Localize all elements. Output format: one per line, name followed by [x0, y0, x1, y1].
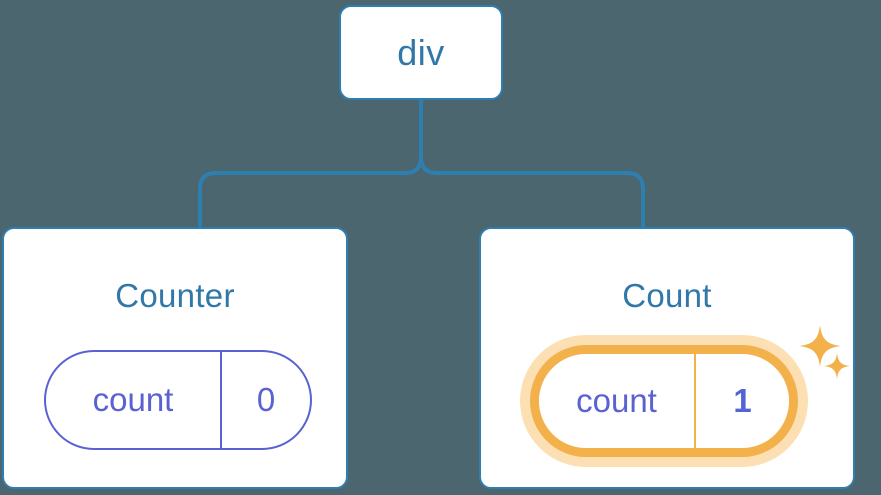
component-title: Counter — [115, 277, 235, 314]
state-key-label: count — [46, 352, 222, 448]
sparkle-icon — [799, 325, 841, 367]
state-value-label: 0 — [256, 381, 276, 418]
state-pill-count[interactable]: count 0 — [44, 350, 312, 450]
component-card-count[interactable]: Count count 1 — [479, 227, 855, 489]
component-card-counter[interactable]: Counter count 0 — [2, 227, 348, 489]
root-node-label: div — [397, 31, 445, 73]
sparkle-icon — [824, 353, 850, 379]
state-pill-count-highlighted[interactable]: count 1 — [539, 354, 789, 448]
state-value-label: 1 — [733, 382, 752, 419]
state-pill-highlight-ring — [530, 345, 798, 457]
component-title: Count — [622, 277, 712, 314]
state-key-label: count — [539, 354, 696, 448]
root-node-div[interactable]: div — [339, 5, 503, 100]
